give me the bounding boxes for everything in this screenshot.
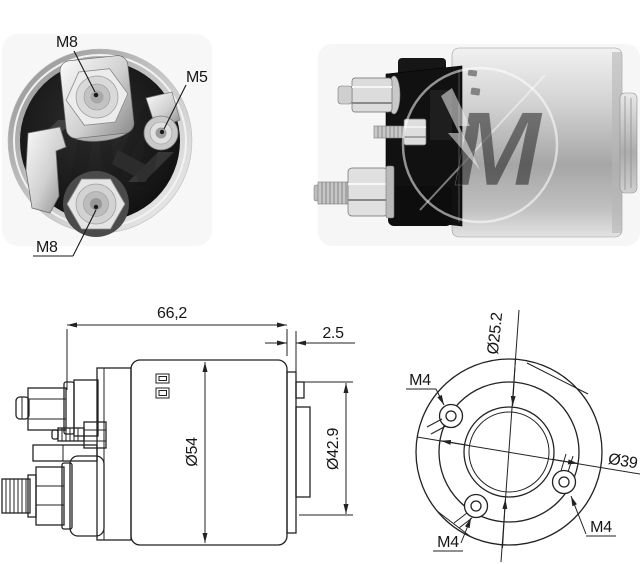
dimension-body-diameter: Ø54 [184, 362, 208, 543]
dim-body-diameter: Ø54 [184, 437, 201, 467]
label-m8-bottom: M8 [36, 239, 58, 256]
dim-flange-thickness: 2.5 [322, 325, 344, 342]
m4-hole-right [551, 453, 577, 495]
dimension-overall-length: 66,2 [66, 305, 288, 390]
drawing-bolt-m8-bottom [1, 462, 73, 530]
front-view-photo: M [2, 34, 212, 257]
drawing-bolt-m8-top [15, 381, 75, 435]
label-m4-upper: M4 [409, 372, 431, 389]
dim-bore-diameter: Ø25.2 [485, 311, 506, 355]
label-m5: M5 [186, 69, 208, 86]
label-m4-lower: M4 [437, 534, 459, 551]
solenoid-front-cap-black [385, 58, 463, 227]
side-terminal-middle [373, 118, 427, 146]
side-view-photo: M [313, 44, 640, 246]
m4-hole-lower [453, 493, 489, 529]
dim-bolt-circle-diameter: Ø39 [607, 451, 639, 473]
rear-view-drawing: Ø25.2 Ø39 M4 M4 M4 [406, 309, 640, 563]
stamp-mark [467, 69, 478, 77]
zm-watermark-circle: M [401, 66, 559, 224]
solenoid-front-face: M [7, 48, 193, 237]
side-terminal-top [337, 75, 401, 115]
drawing-rear-boss [295, 406, 311, 498]
side-view-drawing: 66,2 2.5 Ø54 Ø42.9 [1, 305, 355, 546]
watermark-letter: M [453, 91, 543, 208]
front-terminal-m8-top [59, 55, 135, 142]
front-left-bracket [25, 126, 67, 214]
stamp-mark [470, 87, 481, 96]
label-m8-top: M8 [56, 34, 78, 51]
dimension-bore: Ø25.2 [485, 309, 520, 563]
dimension-flange-diameter: Ø42.9 [299, 381, 353, 516]
front-terminal-m8-bottom [63, 171, 129, 237]
dim-overall-length: 66,2 [157, 305, 187, 322]
front-terminal-m5 [143, 91, 181, 151]
dimension-bolt-circle: Ø39 [416, 436, 640, 475]
dim-flange-diameter: Ø42.9 [325, 428, 342, 470]
dimension-flange-thickness: 2.5 [265, 325, 355, 372]
drawing-bolt-m5 [51, 421, 107, 449]
drawing-rear-flange [286, 371, 297, 534]
rear-cap-ring [619, 92, 638, 194]
label-m4-right: M4 [590, 519, 612, 536]
drawing-tab-terminal [32, 444, 98, 462]
solenoid-outline [1, 359, 311, 546]
lightning-bolt-icon [441, 88, 480, 170]
m4-callouts: M4 M4 M4 [406, 372, 616, 552]
side-terminal-bottom [313, 165, 395, 219]
m4-hole-upper [426, 403, 464, 435]
front-callouts [33, 50, 187, 257]
solenoid-side-body [451, 47, 638, 238]
rear-outline [415, 358, 603, 546]
